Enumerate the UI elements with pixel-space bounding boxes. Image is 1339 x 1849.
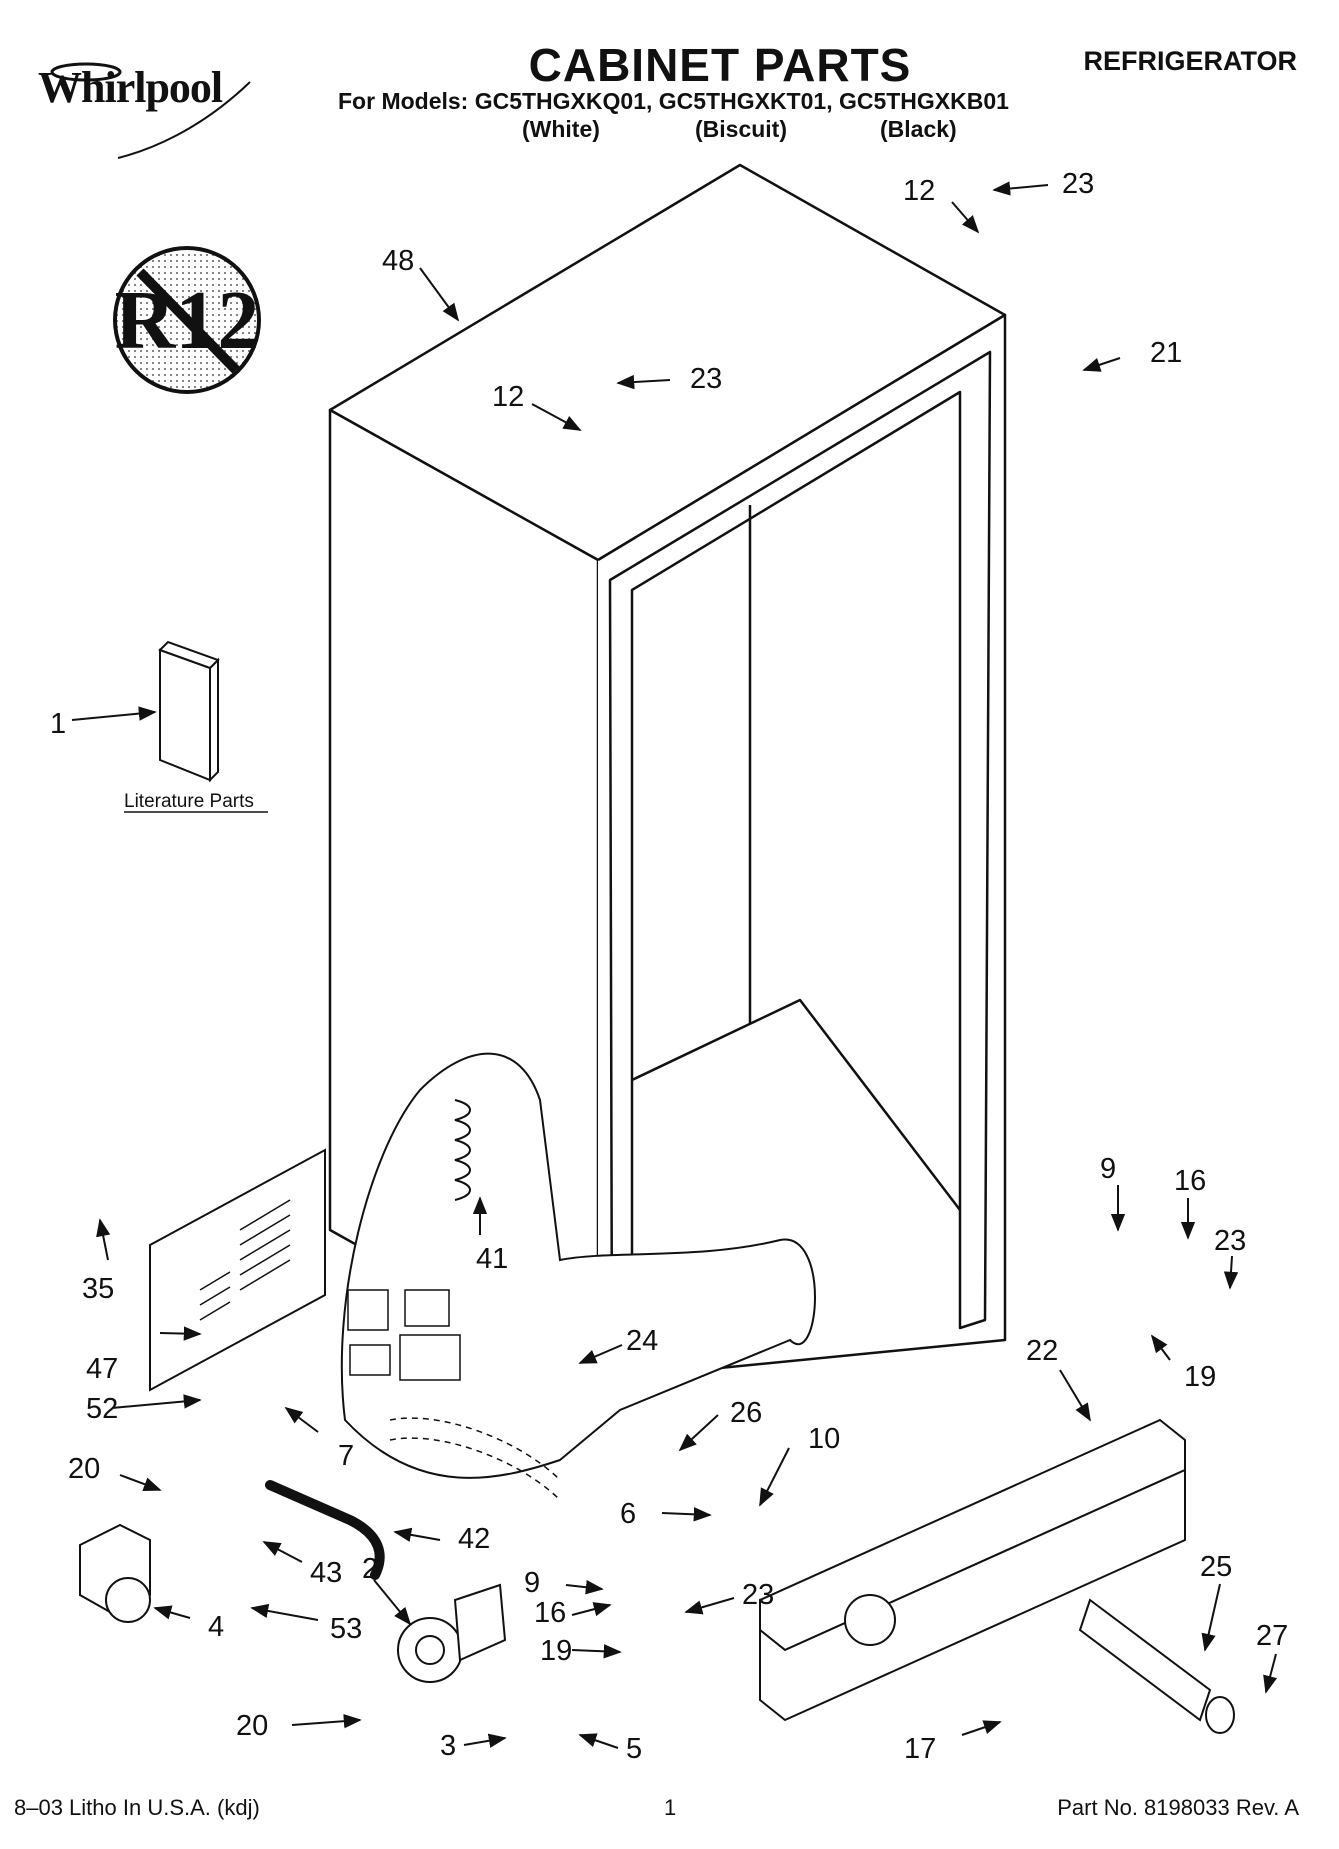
callout-16-bottom: 16	[534, 1597, 566, 1629]
no-r12-badge: R12	[113, 246, 261, 394]
callout-24: 24	[626, 1325, 658, 1357]
color-biscuit: (Biscuit)	[695, 116, 787, 142]
drain-tube	[265, 1480, 385, 1580]
callout-1: 1	[50, 708, 66, 740]
callout-21: 21	[1150, 337, 1182, 369]
callout-41: 41	[476, 1243, 508, 1275]
callout-48: 48	[382, 245, 414, 277]
footer-part-number: Part No. 8198033 Rev. A	[1057, 1795, 1299, 1820]
callout-23-center: 23	[690, 363, 722, 395]
callout-9-right: 9	[1100, 1153, 1116, 1185]
callout-22: 22	[1026, 1335, 1058, 1367]
callout-leaders	[71, 181, 1278, 1749]
callout-6: 6	[620, 1498, 636, 1530]
callout-19-right: 19	[1184, 1361, 1216, 1393]
callout-42: 42	[458, 1523, 490, 1555]
literature-booklet	[158, 640, 220, 783]
callout-52: 52	[86, 1393, 118, 1425]
callout-47: 47	[86, 1353, 118, 1385]
roller-assembly	[79, 1523, 151, 1623]
callout-19-bottom: 19	[540, 1635, 572, 1667]
callout-53: 53	[330, 1613, 362, 1645]
callout-20-bottom: 20	[236, 1710, 268, 1742]
whirlpool-swoosh-icon	[50, 62, 251, 159]
toe-grille	[759, 1418, 1186, 1722]
callout-numbers: 1 48 12 23 12 23 21 41 35 47 52 7 24 26 …	[50, 168, 1288, 1765]
callout-5: 5	[626, 1733, 642, 1765]
callout-25: 25	[1200, 1551, 1232, 1583]
footer-litho: 8–03 Litho In U.S.A. (kdj)	[14, 1795, 260, 1820]
callout-26: 26	[730, 1397, 762, 1429]
callout-27: 27	[1256, 1620, 1288, 1652]
callout-12-right: 12	[903, 175, 935, 207]
callout-12-center: 12	[492, 381, 524, 413]
callout-16-right: 16	[1174, 1165, 1206, 1197]
water-filter	[1078, 1598, 1235, 1734]
whirlpool-logo: Whirlpool	[38, 62, 223, 113]
callout-2: 2	[362, 1553, 378, 1585]
literature-parts-label: Literature Parts	[124, 791, 254, 812]
brand-wordmark: Whirlpool	[38, 63, 223, 112]
callout-23-top-right: 23	[1062, 168, 1094, 200]
valve-assembly	[347, 1289, 561, 1501]
callout-23-right: 23	[1214, 1225, 1246, 1257]
callout-3: 3	[440, 1730, 456, 1762]
access-panel	[149, 1148, 326, 1392]
callout-43: 43	[310, 1557, 342, 1589]
callout-9-bottom: 9	[524, 1567, 540, 1599]
color-white: (White)	[522, 116, 600, 142]
callout-20-left: 20	[68, 1453, 100, 1485]
callout-35: 35	[82, 1273, 114, 1305]
footer-page-number: 1	[664, 1795, 677, 1820]
drain-coil	[454, 1099, 471, 1201]
leveling-leg	[397, 1583, 507, 1683]
callout-23-bottom: 23	[742, 1579, 774, 1611]
callout-7: 7	[338, 1440, 354, 1472]
color-black: (Black)	[880, 116, 957, 142]
page-title: CABINET PARTS	[528, 39, 912, 91]
models-line: For Models: GC5THGXKQ01, GC5THGXKT01, GC…	[338, 88, 1009, 114]
callout-17: 17	[904, 1733, 936, 1765]
document-type: REFRIGERATOR	[1083, 46, 1297, 76]
callout-4: 4	[208, 1611, 224, 1643]
callout-10: 10	[808, 1423, 840, 1455]
